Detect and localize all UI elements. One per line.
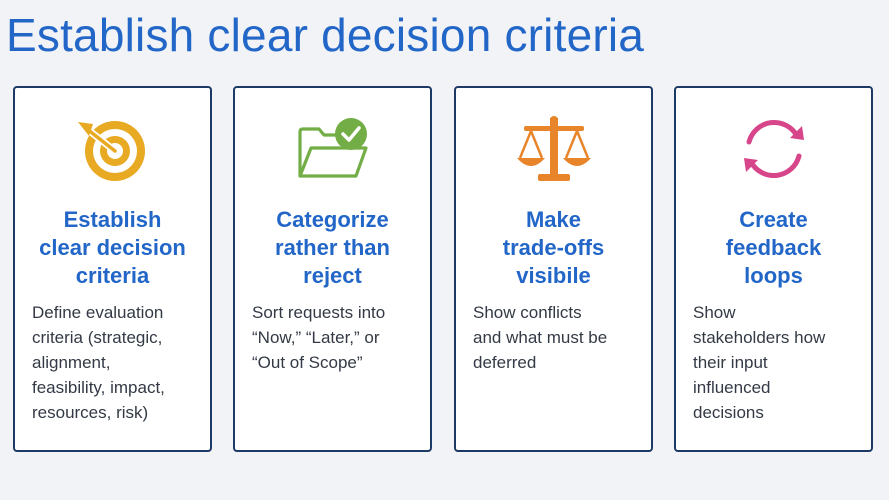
folder-check-icon	[293, 114, 373, 184]
card-decision-criteria: Establish clear decision criteria Define…	[13, 86, 212, 452]
balance-scale-icon	[514, 114, 594, 184]
target-icon	[73, 114, 153, 184]
card-feedback-loops: Create feedback loops Show stakeholders …	[674, 86, 873, 452]
card-categorize: Categorize rather than reject Sort reque…	[233, 86, 432, 452]
card-description: Show stakeholders how their input influe…	[693, 303, 826, 422]
page-title: Establish clear decision criteria	[6, 9, 645, 61]
card-title: Make trade-offs visibile	[502, 207, 605, 288]
card-title: Establish clear decision criteria	[39, 207, 186, 288]
card-trade-offs: Make trade-offs visibile Show conflicts …	[454, 86, 653, 452]
card-title: Create feedback loops	[725, 207, 822, 288]
card-description: Show conflicts and what must be deferred	[473, 303, 608, 372]
card-description: Sort requests into “Now,” “Later,” or “O…	[252, 303, 386, 372]
card-description: Define evaluation criteria (strategic, a…	[32, 303, 165, 422]
refresh-cycle-icon	[734, 114, 814, 184]
card-title: Categorize rather than reject	[275, 207, 390, 288]
